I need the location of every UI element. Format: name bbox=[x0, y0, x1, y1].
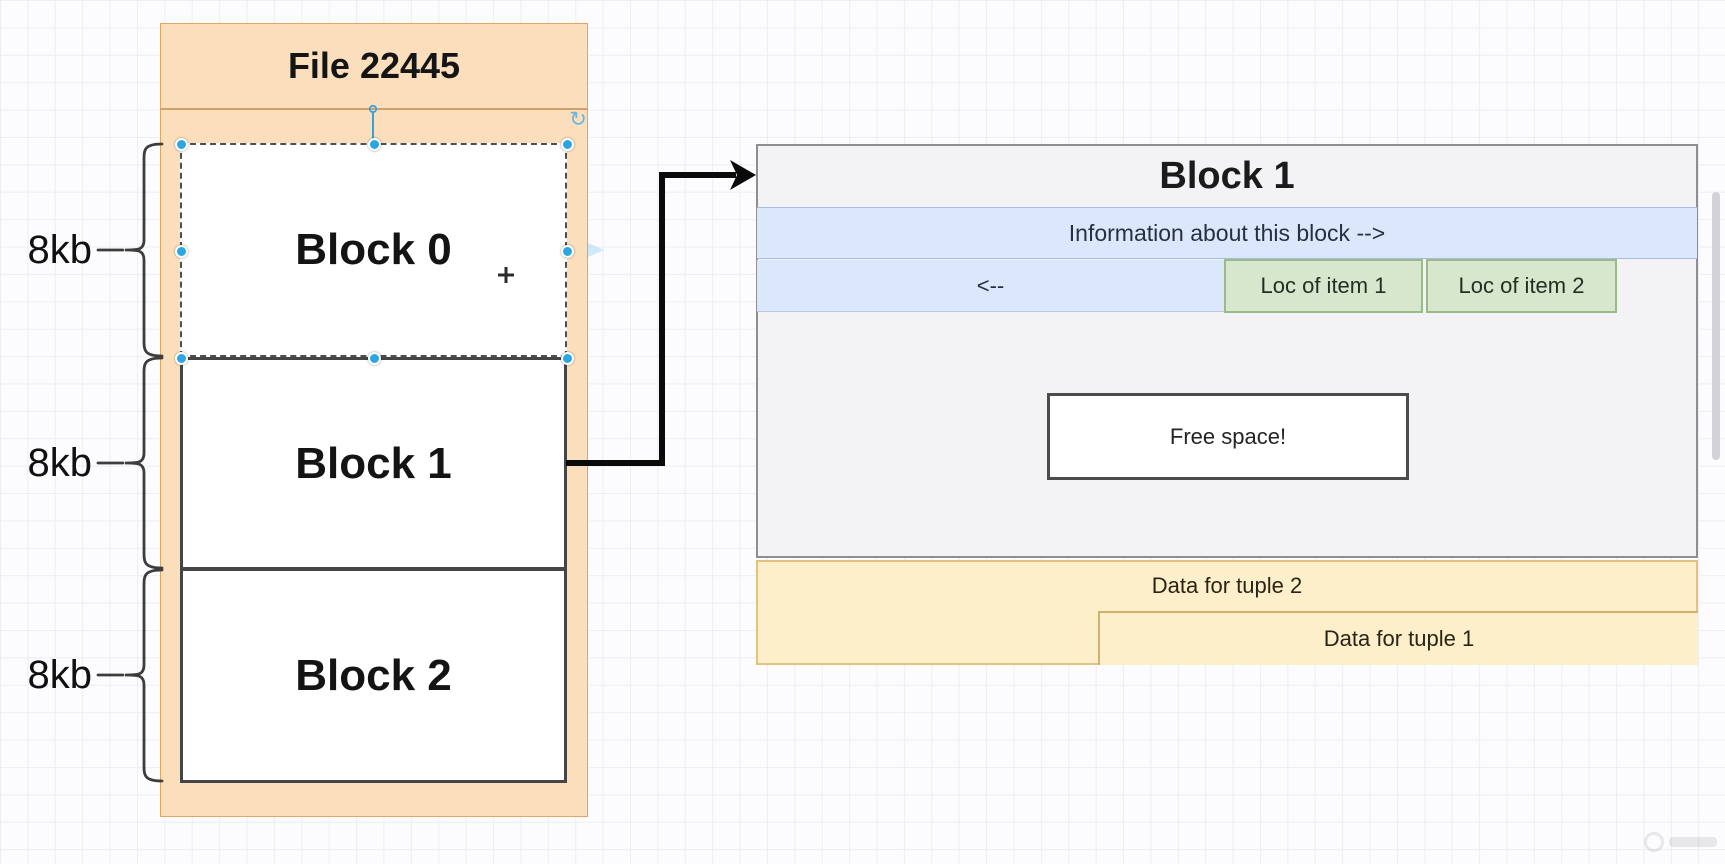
pointer-cell[interactable]: <-- bbox=[757, 260, 1224, 312]
loc-of-item-2-cell[interactable]: Loc of item 2 bbox=[1426, 259, 1617, 313]
tuple-1-label: Data for tuple 1 bbox=[1323, 626, 1475, 651]
loc-of-item-1-label: Loc of item 1 bbox=[1260, 273, 1387, 298]
size-brace-block2[interactable] bbox=[94, 567, 166, 784]
block-info-row[interactable]: Information about this block --> bbox=[757, 207, 1697, 259]
crosshair-cursor-icon bbox=[497, 266, 515, 284]
file-title: File 22445 bbox=[160, 23, 588, 110]
free-space-label: Free space! bbox=[1169, 423, 1287, 449]
vertical-scrollbar-thumb[interactable] bbox=[1712, 192, 1720, 460]
size-label-block0: 8kb bbox=[27, 227, 93, 272]
size-label-block1: 8kb bbox=[27, 441, 93, 485]
watermark-text-blob bbox=[1669, 837, 1717, 847]
connector-arrow[interactable] bbox=[540, 150, 770, 480]
watermark bbox=[1644, 830, 1722, 854]
resize-handle-top-mid[interactable] bbox=[368, 138, 381, 151]
block-0-shape[interactable]: Block 0 bbox=[180, 143, 567, 357]
loc-of-item-1-cell[interactable]: Loc of item 1 bbox=[1224, 259, 1423, 313]
free-space-box[interactable]: Free space! bbox=[1047, 393, 1409, 480]
pointer-cell-label: <-- bbox=[976, 272, 1005, 298]
resize-handle-bottom-right[interactable] bbox=[561, 352, 574, 365]
block-detail-title: Block 1 bbox=[1159, 154, 1295, 197]
resize-handle-mid-right[interactable] bbox=[561, 245, 574, 258]
resize-handle-mid-left[interactable] bbox=[175, 245, 188, 258]
block-0-label: Block 0 bbox=[295, 225, 452, 274]
resize-handle-top-right[interactable] bbox=[561, 138, 574, 151]
size-brace-block0[interactable] bbox=[94, 141, 166, 359]
tuple-1-box[interactable]: Data for tuple 1 bbox=[1098, 611, 1698, 665]
block-1-shape[interactable]: Block 1 bbox=[180, 357, 567, 570]
resize-handle-top-left[interactable] bbox=[175, 138, 188, 151]
loc-of-item-2-label: Loc of item 2 bbox=[1458, 273, 1585, 298]
block-info-row-label: Information about this block --> bbox=[1068, 219, 1386, 246]
block-1-label: Block 1 bbox=[295, 438, 452, 488]
block-2-label: Block 2 bbox=[295, 650, 452, 700]
resize-handle-bottom-left[interactable] bbox=[175, 352, 188, 365]
size-label-block2: 8kb bbox=[27, 653, 93, 697]
rotate-handle-icon[interactable]: ↻ bbox=[569, 108, 587, 131]
size-brace-block1[interactable] bbox=[94, 355, 166, 571]
tuple-2-label: Data for tuple 2 bbox=[1151, 573, 1303, 598]
watermark-logo-icon bbox=[1644, 832, 1664, 852]
block-2-shape[interactable]: Block 2 bbox=[180, 568, 567, 783]
resize-handle-bottom-mid[interactable] bbox=[368, 352, 381, 365]
